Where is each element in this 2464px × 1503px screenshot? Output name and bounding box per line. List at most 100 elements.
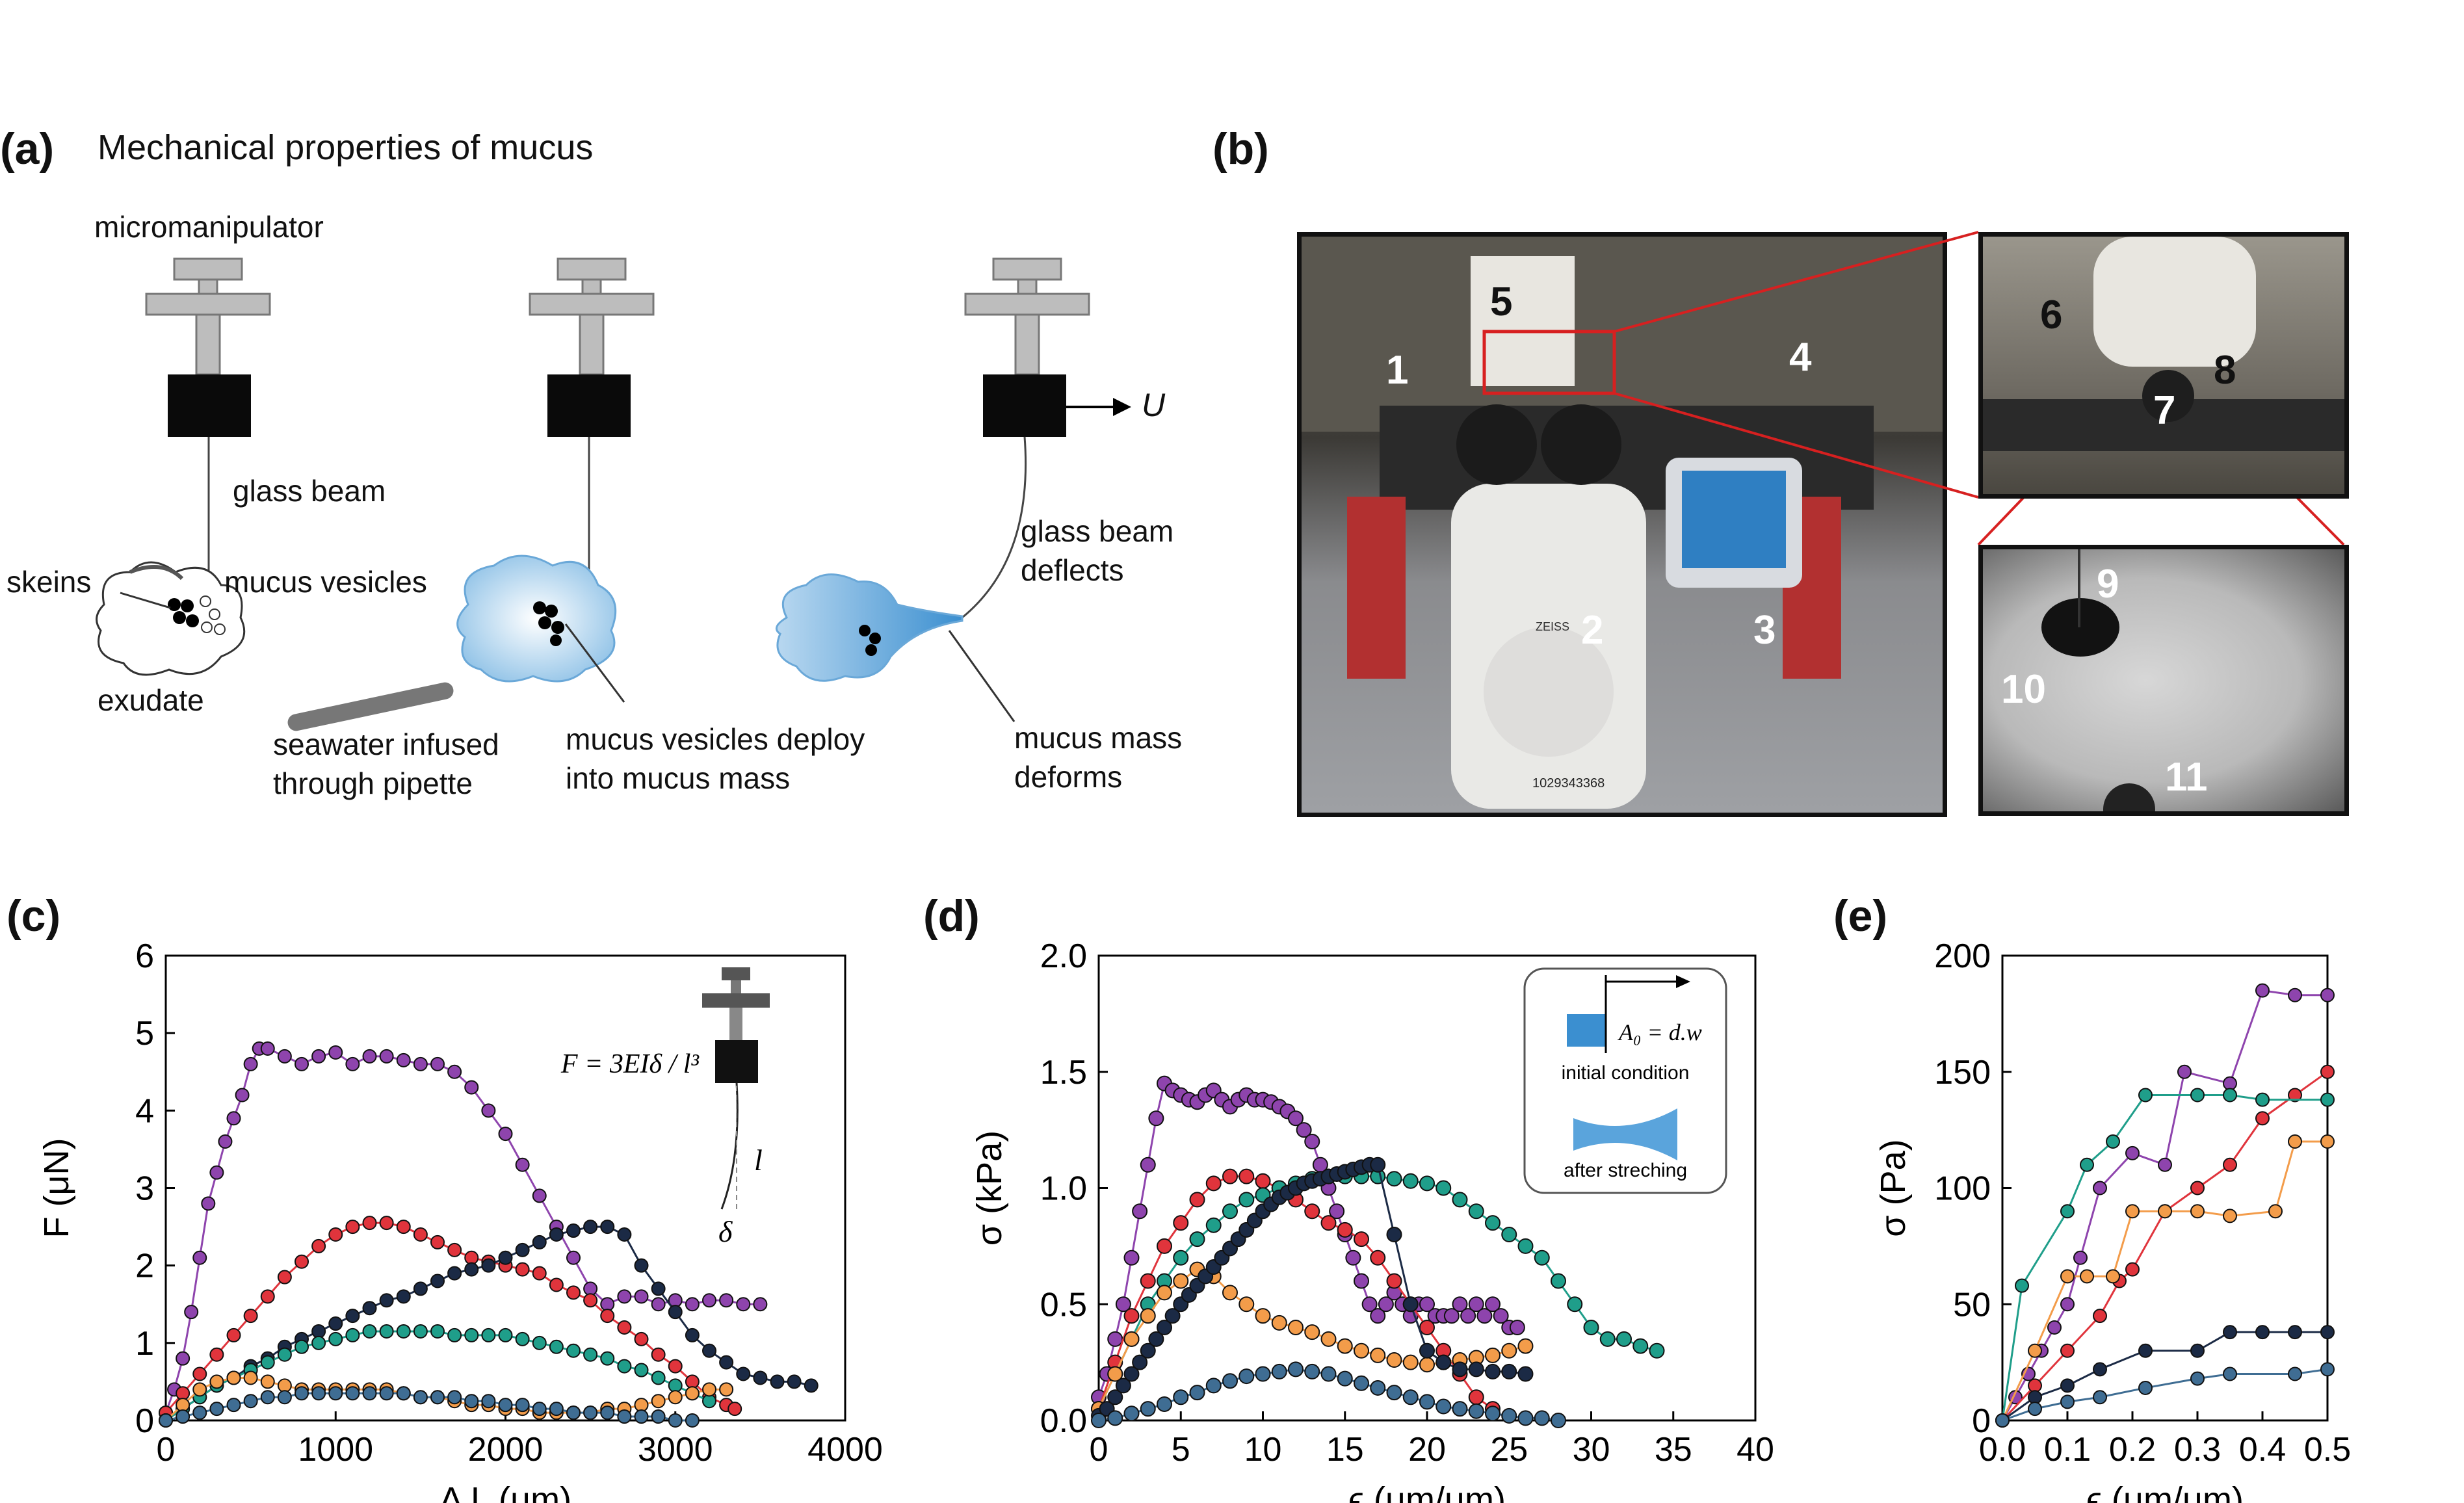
deflected-beam bbox=[962, 436, 1027, 619]
data-point-red bbox=[260, 1289, 275, 1304]
x-axis-label: ϵ (μm/μm) bbox=[2086, 1480, 2244, 1503]
data-point-navy bbox=[328, 1316, 343, 1331]
annot-manipulator-post bbox=[729, 1008, 742, 1040]
legend-initial-shape bbox=[1567, 1014, 1606, 1047]
data-point-navy bbox=[736, 1366, 751, 1381]
data-point-teal bbox=[413, 1324, 428, 1339]
data-point-navy bbox=[532, 1235, 547, 1249]
data-point-purple bbox=[1296, 1122, 1312, 1138]
data-point-purple bbox=[753, 1297, 768, 1312]
data-point-red bbox=[1337, 1222, 1353, 1238]
data-point-orange bbox=[1140, 1308, 1156, 1324]
y-tick-label: 1.0 bbox=[1040, 1170, 1087, 1208]
data-point-red bbox=[413, 1227, 428, 1242]
data-point-orange bbox=[2125, 1204, 2140, 1219]
data-point-steel bbox=[532, 1402, 547, 1417]
data-point-teal bbox=[532, 1335, 547, 1350]
glass-beam-label: glass beam bbox=[233, 474, 386, 508]
legend-after-shape bbox=[1573, 1108, 1677, 1160]
data-point-steel bbox=[481, 1394, 496, 1409]
data-point-teal bbox=[1649, 1342, 1665, 1359]
data-point-navy bbox=[651, 1281, 666, 1296]
data-point-purple bbox=[1419, 1296, 1435, 1313]
x-tick-label: 10 bbox=[1244, 1431, 1282, 1469]
deflect-label-1: glass beam bbox=[1021, 514, 1174, 548]
data-point-red bbox=[2190, 1181, 2205, 1196]
data-point-steel bbox=[634, 1409, 649, 1424]
annot-formula: F = 3EIδ / l³ bbox=[560, 1049, 700, 1079]
data-point-steel bbox=[2223, 1366, 2237, 1381]
data-point-steel bbox=[413, 1390, 428, 1405]
data-point-orange bbox=[2080, 1269, 2094, 1284]
data-point-steel bbox=[464, 1394, 479, 1409]
data-point-purple bbox=[719, 1293, 734, 1308]
data-point-steel bbox=[1370, 1379, 1386, 1396]
data-point-steel bbox=[1501, 1407, 1517, 1424]
data-point-navy bbox=[1517, 1366, 1534, 1382]
data-point-red bbox=[328, 1227, 343, 1242]
data-point-purple bbox=[192, 1250, 207, 1265]
data-point-red bbox=[2223, 1157, 2237, 1172]
data-point-orange bbox=[1107, 1366, 1123, 1382]
data-point-teal bbox=[1468, 1203, 1484, 1220]
plot-frame bbox=[164, 954, 846, 1422]
data-point-navy bbox=[2138, 1343, 2153, 1358]
panel-label-a: (a) bbox=[0, 124, 55, 174]
data-point-purple bbox=[1485, 1296, 1501, 1313]
data-point-teal bbox=[1205, 1217, 1222, 1233]
exudate-label: exudate bbox=[98, 683, 204, 717]
data-point-red bbox=[617, 1320, 632, 1335]
data-point-purple bbox=[2060, 1297, 2075, 1312]
data-point-purple bbox=[481, 1103, 496, 1118]
micromanipulator-1 bbox=[145, 257, 271, 588]
y-tick-label: 2 bbox=[135, 1248, 154, 1285]
data-point-orange bbox=[1157, 1285, 1172, 1301]
data-point-navy bbox=[498, 1250, 513, 1265]
data-point-steel bbox=[1205, 1378, 1222, 1394]
data-point-teal bbox=[1435, 1180, 1452, 1196]
data-point-navy bbox=[430, 1274, 445, 1288]
data-point-purple bbox=[1493, 1308, 1509, 1324]
data-point-purple bbox=[2320, 987, 2335, 1002]
data-point-steel bbox=[1485, 1405, 1501, 1422]
deploy-label-2: into mucus mass bbox=[566, 761, 791, 795]
data-point-purple bbox=[464, 1080, 479, 1095]
data-point-orange bbox=[1222, 1285, 1238, 1301]
x-tick-label: 40 bbox=[1737, 1431, 1774, 1469]
data-point-orange bbox=[685, 1386, 700, 1401]
data-point-steel bbox=[668, 1413, 683, 1428]
data-point-orange bbox=[1501, 1342, 1517, 1359]
data-point-steel bbox=[176, 1409, 190, 1424]
panel-label-d: (d) bbox=[923, 891, 980, 941]
annot-manipulator-stem bbox=[731, 980, 741, 993]
data-point-steel bbox=[1304, 1363, 1320, 1379]
data-point-teal bbox=[2255, 1092, 2270, 1107]
data-point-navy bbox=[702, 1343, 716, 1358]
data-point-purple bbox=[235, 1088, 250, 1103]
mucus-vesicles-label: mucus vesicles bbox=[224, 565, 427, 599]
skeins-label: skeins bbox=[7, 565, 92, 599]
data-point-red bbox=[1205, 1175, 1222, 1192]
data-point-red bbox=[1370, 1249, 1386, 1266]
data-point-steel bbox=[1468, 1403, 1484, 1419]
data-point-purple bbox=[685, 1297, 700, 1312]
data-point-navy bbox=[379, 1293, 394, 1308]
data-point-navy bbox=[1419, 1342, 1435, 1359]
data-point-teal bbox=[600, 1351, 615, 1366]
x-axis-label: Δ L (μm) bbox=[439, 1480, 571, 1503]
data-point-navy bbox=[2320, 1325, 2335, 1340]
data-point-orange bbox=[192, 1382, 207, 1397]
data-point-teal bbox=[447, 1327, 462, 1342]
data-point-red bbox=[430, 1235, 445, 1249]
seawater-label-2: through pipette bbox=[273, 766, 473, 800]
data-point-purple bbox=[702, 1293, 716, 1308]
data-point-steel bbox=[1140, 1401, 1156, 1417]
data-point-orange bbox=[2060, 1269, 2075, 1284]
data-point-teal bbox=[277, 1347, 292, 1362]
data-point-teal bbox=[362, 1324, 377, 1339]
x-axis-label: ϵ (μm/μm) bbox=[1348, 1480, 1506, 1503]
data-point-purple bbox=[1354, 1273, 1369, 1289]
data-point-purple bbox=[1452, 1296, 1468, 1313]
data-point-purple bbox=[1345, 1249, 1361, 1266]
